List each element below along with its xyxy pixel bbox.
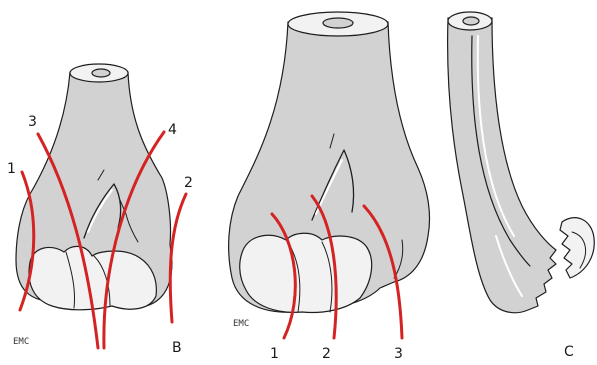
middle-labels: EMC 1 2 3 [233, 319, 403, 362]
middle-line-label-1: 1 [270, 346, 279, 362]
left-line-label-2: 2 [184, 175, 193, 191]
left-panel-label: B [172, 340, 182, 356]
right-canal-inner [463, 17, 479, 25]
middle-line-label-2: 2 [322, 346, 331, 362]
middle-condyles [240, 233, 372, 312]
right-fragment [560, 218, 594, 278]
right-panel-label: C [564, 344, 574, 360]
left-signature: EMC [13, 337, 29, 347]
left-humerus [16, 64, 172, 310]
middle-line-label-3: 3 [394, 346, 403, 362]
left-fracture-line-2 [170, 194, 186, 322]
right-shaft-body [448, 18, 556, 313]
middle-canal-inner [323, 18, 353, 28]
right-humerus [448, 12, 595, 313]
middle-signature: EMC [233, 319, 249, 329]
middle-humerus [229, 12, 430, 312]
right-labels: C [564, 344, 574, 360]
left-line-label-3: 3 [28, 114, 37, 130]
left-line-label-4: 4 [168, 122, 177, 138]
left-line-label-1: 1 [7, 161, 16, 177]
left-canal-inner [92, 69, 110, 77]
